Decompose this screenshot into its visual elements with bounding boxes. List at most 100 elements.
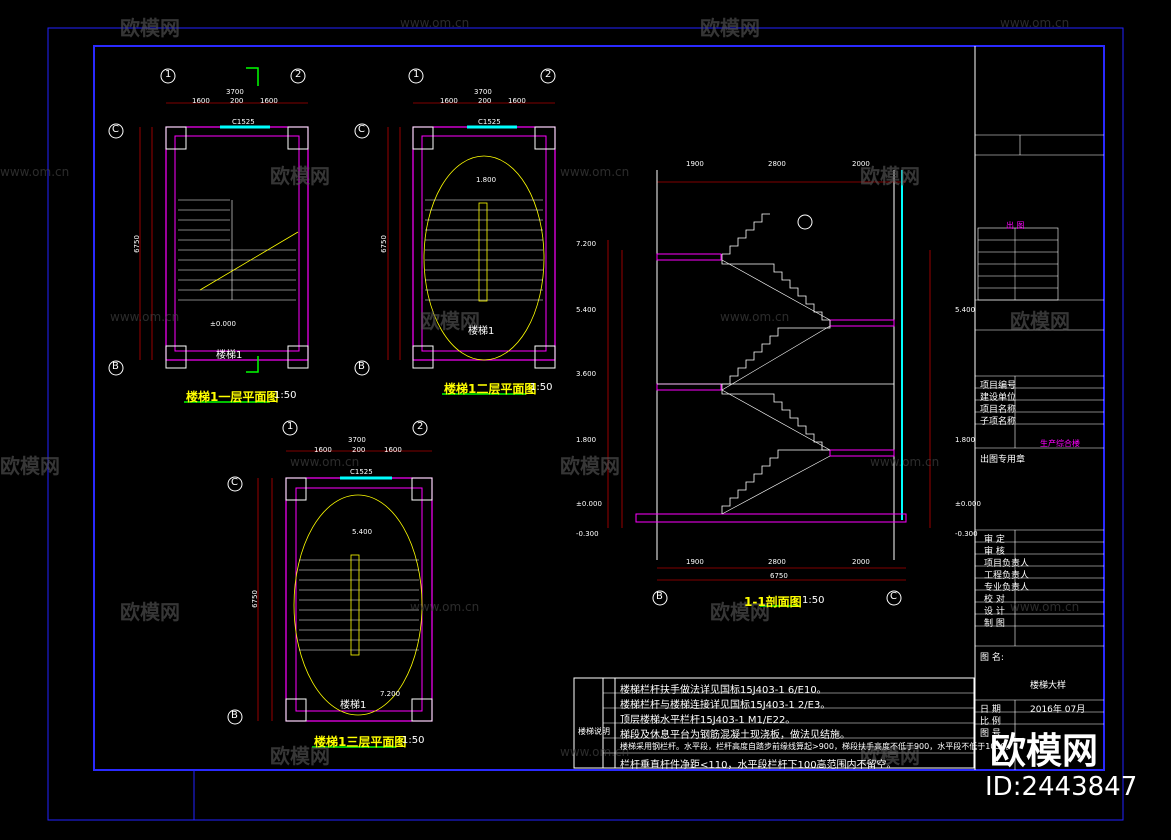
plan2-sub-dim: 1600 xyxy=(440,97,458,105)
title-block-grid xyxy=(975,134,1104,770)
plan1-cut-mark xyxy=(246,67,259,86)
plan3-scale: 1:50 xyxy=(402,735,425,746)
plan2-inner-wall xyxy=(421,135,547,352)
watermark-url: www.om.cn xyxy=(560,745,630,759)
section-ground-slab xyxy=(635,513,907,523)
plan1-cut-mark xyxy=(246,356,259,373)
watermark-url: www.om.cn xyxy=(290,455,360,469)
plan3-title: 楼梯1三层平面图 xyxy=(314,735,407,749)
drawing-name: 楼梯大样 xyxy=(1030,681,1067,691)
plan1-column xyxy=(165,126,187,150)
section-bottom-dim: 2000 xyxy=(852,558,870,566)
section-axis-b-bubble xyxy=(652,590,668,606)
section-slab xyxy=(829,449,895,457)
plan1-axis-2: 2 xyxy=(295,69,302,80)
plan1-treads xyxy=(178,199,296,301)
watermark-big-logo: 欧模网 xyxy=(990,731,1099,772)
plan3-axis-2-bubble xyxy=(412,420,428,436)
elevation-mark-right: -0.300 xyxy=(955,530,978,538)
title-block-seal: 出 图 xyxy=(1006,221,1025,230)
plan3-level-tag: 7.200 xyxy=(380,690,401,698)
plan3-sub-dim: 200 xyxy=(352,446,366,454)
section-slab xyxy=(829,319,895,327)
watermark-url: www.om.cn xyxy=(870,455,940,469)
watermark-url: www.om.cn xyxy=(410,600,480,614)
sheet-inner-border xyxy=(93,45,1105,771)
sign-row: 制 图 xyxy=(984,619,1005,629)
title-block-label: 项目名称 xyxy=(980,405,1017,415)
plan3-axis-c: C xyxy=(231,477,238,488)
plan3-depth-dim: 6750 xyxy=(250,590,259,608)
notes-header: 楼梯说明 xyxy=(578,727,610,736)
watermark-logo: 欧模网 xyxy=(1010,309,1070,333)
notes-line: 楼梯采用钢栏杆。水平段，栏杆高度自踏步前缘线算起>900，梯段扶手高度不低于90… xyxy=(620,742,1014,751)
scale-label: 比 例 xyxy=(980,717,1001,727)
plan3-axis-2: 2 xyxy=(417,421,424,432)
watermark-logo: 欧模网 xyxy=(860,744,920,768)
plan2-axis-b-bubble xyxy=(354,360,370,376)
plan3-column xyxy=(411,698,433,722)
section-flight-3 xyxy=(722,320,831,385)
watermark-logo: 欧模网 xyxy=(120,600,180,624)
plan1-stair-label: 楼梯1 xyxy=(216,350,243,361)
plan1-sub-dim: 1600 xyxy=(260,97,278,105)
watermark-id: ID:2443847 xyxy=(985,772,1138,802)
plan3-axis-1: 1 xyxy=(287,421,294,432)
title-block-label: 建设单位 xyxy=(980,393,1017,403)
plan1-axis-c: C xyxy=(112,124,119,135)
plan3-sub-dim: 1600 xyxy=(314,446,332,454)
elevation-mark-right: ±0.000 xyxy=(955,500,981,508)
date-value: 2016年 07月 xyxy=(1030,705,1086,715)
notes-line: 楼梯栏杆扶手做法详见国标15J403-1 6/E10。 xyxy=(620,685,827,696)
watermark-url: www.om.cn xyxy=(720,310,790,324)
notes-line: 顶层楼梯水平栏杆15J403-1 M1/E22。 xyxy=(620,715,796,726)
section-axis-c-bubble xyxy=(886,590,902,606)
section-underside-lines xyxy=(721,259,831,515)
plan1-column xyxy=(165,345,187,369)
watermark-logo: 欧模网 xyxy=(270,164,330,188)
sign-row: 设 计 xyxy=(984,607,1005,617)
plan2-oval-cloud xyxy=(423,155,545,361)
plan2-axis-1: 1 xyxy=(413,69,420,80)
plan1-axis-1: 1 xyxy=(165,69,172,80)
sign-row: 项目负责人 xyxy=(984,559,1030,569)
plan3-column xyxy=(285,698,307,722)
plan1-axis-b: B xyxy=(112,361,119,372)
title-block-label: 项目编号 xyxy=(980,381,1017,391)
section-scale: 1:50 xyxy=(802,595,825,606)
section-bottom-dim: 1900 xyxy=(686,558,704,566)
sign-row: 工程负责人 xyxy=(984,571,1030,581)
plan2-treads xyxy=(425,199,543,301)
plan3-axis-b: B xyxy=(231,710,238,721)
title-block-label: 出图专用章 xyxy=(980,455,1026,465)
watermark-url: www.om.cn xyxy=(400,16,470,30)
section-axis-b: B xyxy=(656,591,663,602)
plan1-axis-b-bubble xyxy=(108,360,124,376)
plan2-column xyxy=(534,126,556,150)
drawing-name-label: 图 名: xyxy=(980,653,1004,663)
watermark-logo: 欧模网 xyxy=(860,164,920,188)
watermark-logo: 欧模网 xyxy=(560,454,620,478)
title-block-label: 子项名称 xyxy=(980,417,1017,427)
seal-grid xyxy=(978,228,1058,300)
notes-line: 栏杆垂直杆件净距<110，水平段栏杆下100高范围内不留空。 xyxy=(620,760,897,771)
plan2-depth-dim: 6750 xyxy=(379,235,388,253)
plan2-column xyxy=(412,126,434,150)
plan2-column xyxy=(534,345,556,369)
watermark-logo: 欧模网 xyxy=(710,600,770,624)
title-block-sub-item: 生产综合楼 xyxy=(1040,439,1080,448)
section-top-dim: 1900 xyxy=(686,160,704,168)
section-top-dim: 2800 xyxy=(768,160,786,168)
plan-1 xyxy=(108,67,309,403)
plan2-axis-2: 2 xyxy=(545,69,552,80)
watermark-logo: 欧模网 xyxy=(270,744,330,768)
plan1-column xyxy=(287,126,309,150)
plan2-axis-b: B xyxy=(358,361,365,372)
plan-3 xyxy=(227,420,433,748)
plan3-handrail xyxy=(350,554,360,656)
elevation-mark-right: 1.800 xyxy=(955,436,976,444)
plan1-depth-dim: 6750 xyxy=(132,235,141,253)
plan1-column xyxy=(287,345,309,369)
watermark-logo: 欧模网 xyxy=(0,454,60,478)
